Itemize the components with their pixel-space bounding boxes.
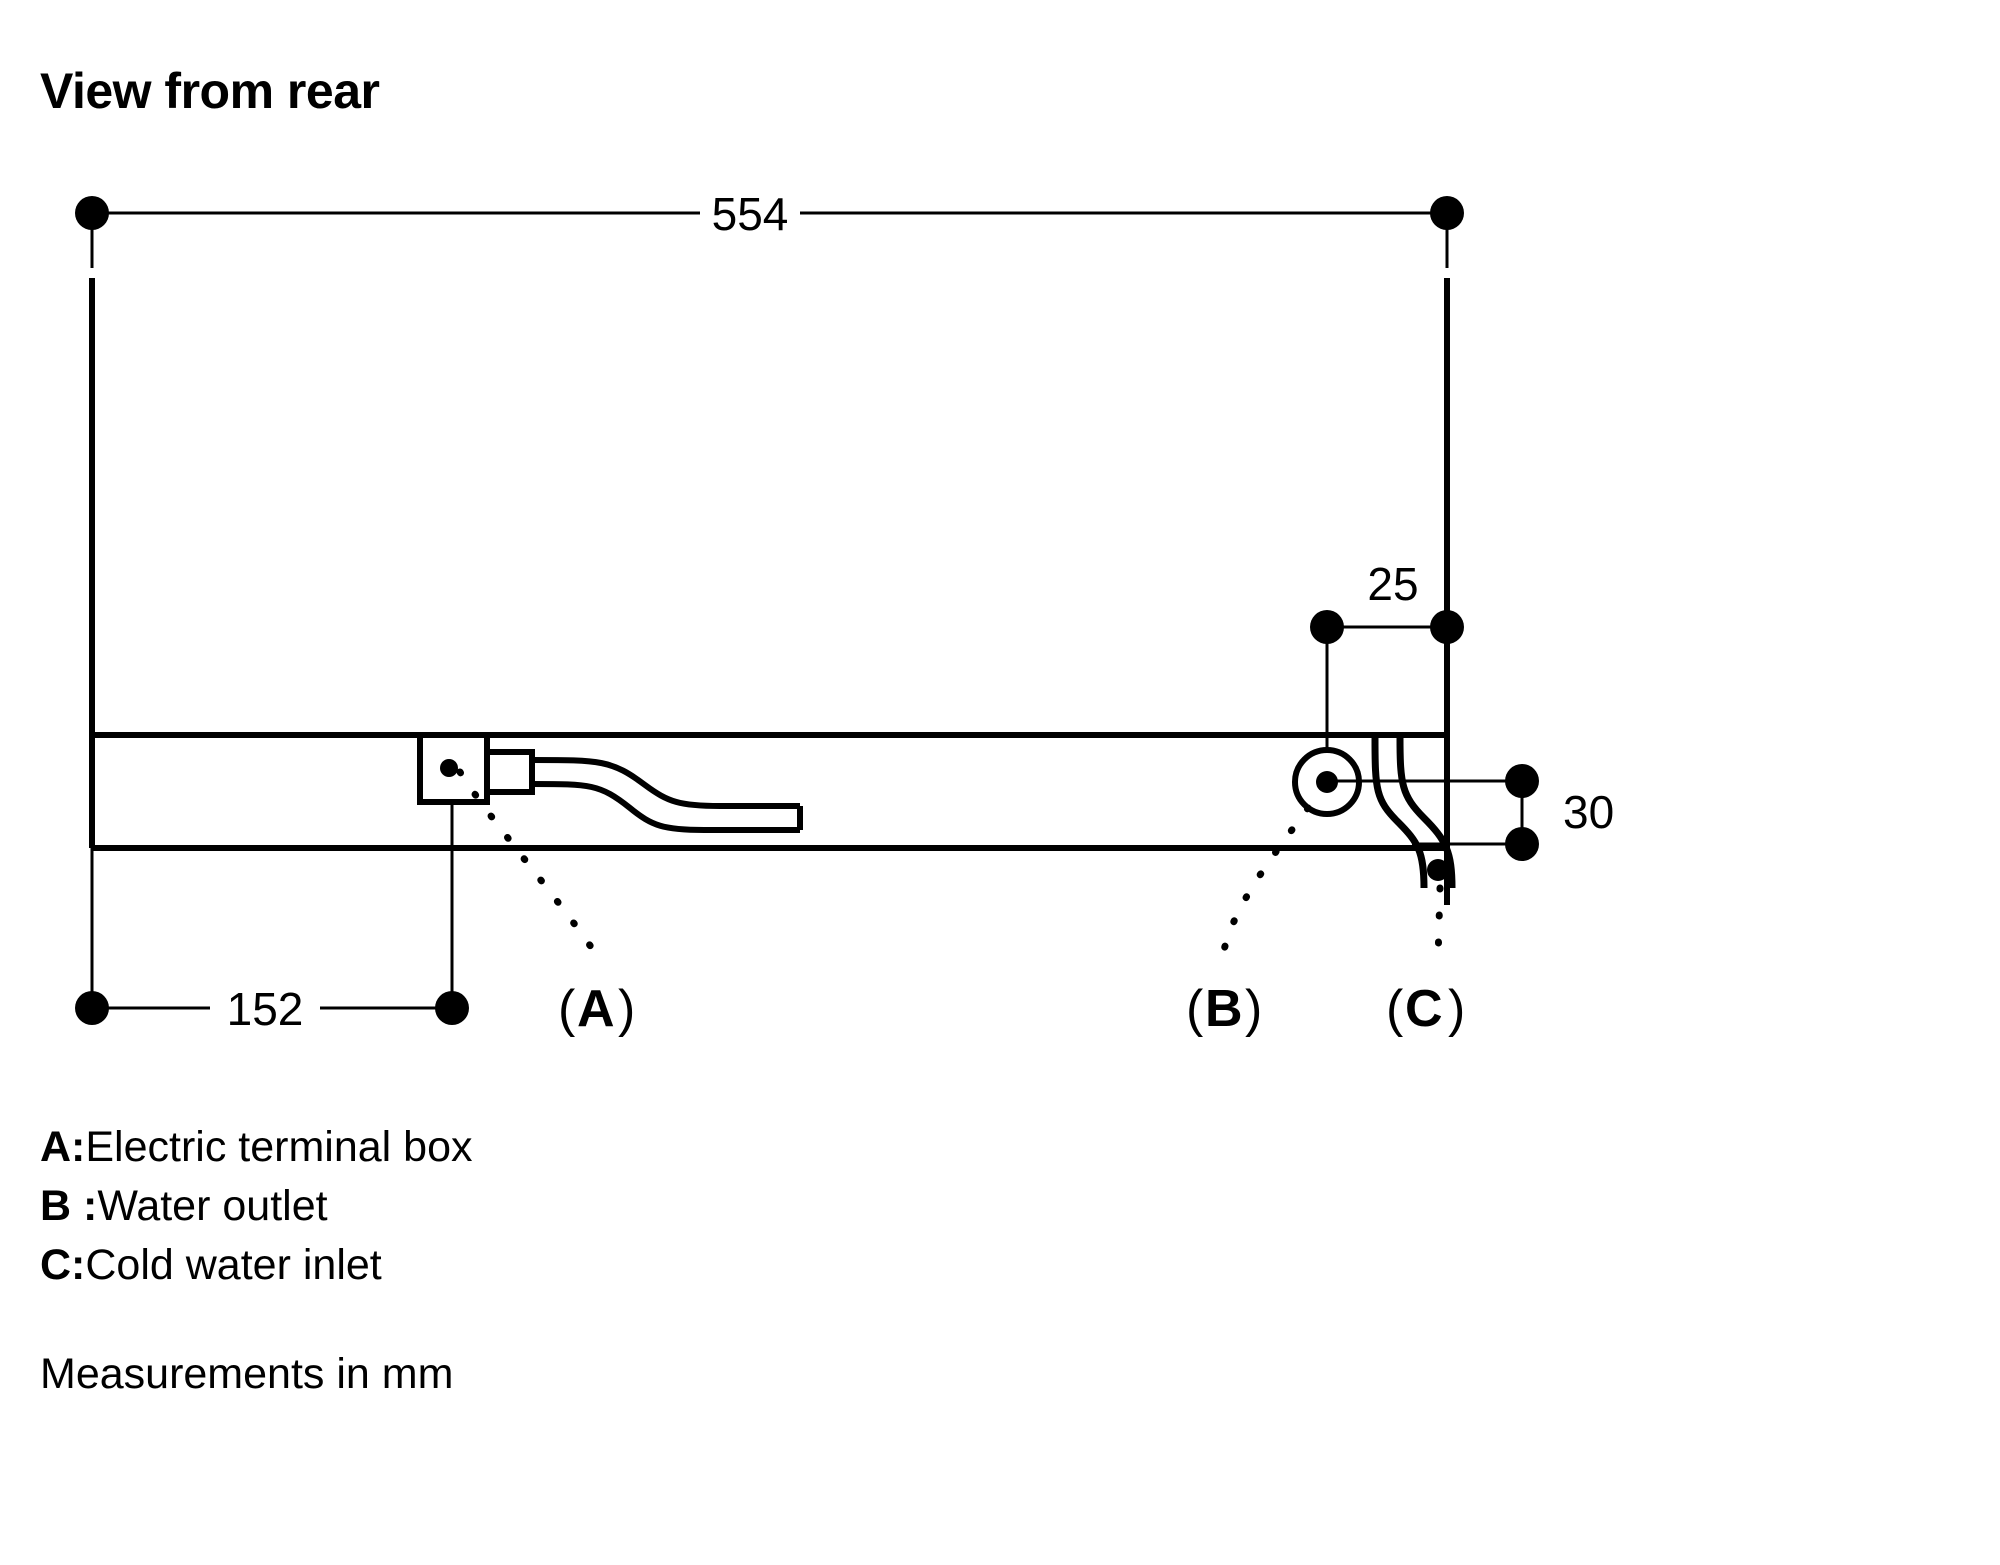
- legend-text-b: Water outlet: [97, 1182, 328, 1230]
- dimension-30: 30: [1327, 764, 1614, 861]
- terminal-cable-upper: [531, 757, 800, 809]
- leader-line-a: [456, 768, 604, 964]
- callout-b-close: ): [1245, 980, 1262, 1038]
- leader-line-b: [1218, 804, 1312, 964]
- callout-c: ( C ): [1386, 980, 1465, 1038]
- dimension-152: 152: [75, 802, 469, 1035]
- dimension-label-30: 30: [1563, 786, 1614, 838]
- page-title: View from rear: [40, 63, 380, 119]
- dimension-25: 25: [1310, 558, 1464, 750]
- dim-endpoint-dot: [1430, 610, 1464, 644]
- callout-c-close: ): [1448, 980, 1465, 1038]
- callout-c-open: (: [1386, 980, 1404, 1038]
- legend-text-c: Cold water inlet: [85, 1241, 382, 1289]
- dimension-554: 554: [75, 188, 1464, 268]
- legend-row-a: A:Electric terminal box: [40, 1118, 473, 1177]
- terminal-cable-lower: [531, 781, 800, 833]
- leader-lines: [456, 768, 1444, 964]
- dimension-label-554: 554: [712, 188, 789, 240]
- inlet-marker-dot: [1427, 859, 1449, 881]
- callout-b: ( B ): [1186, 980, 1262, 1038]
- legend-key-a: A:: [40, 1123, 86, 1171]
- cold-water-inlet-pipe: [1371, 737, 1456, 889]
- callout-a-letter: A: [577, 980, 615, 1038]
- legend-key-c: C:: [40, 1241, 86, 1289]
- units-note: Measurements in mm: [40, 1350, 454, 1398]
- legend-text-a: Electric terminal box: [85, 1123, 473, 1171]
- leader-line-c: [1434, 884, 1444, 964]
- terminal-box-marker-dot: [440, 759, 458, 777]
- callout-c-letter: C: [1405, 980, 1443, 1038]
- legend: A:Electric terminal box B :Water outlet …: [40, 1118, 473, 1295]
- legend-row-b: B :Water outlet: [40, 1177, 473, 1236]
- dimension-label-152: 152: [227, 983, 304, 1035]
- callout-a-close: ): [618, 980, 635, 1038]
- inlet-pipe-right-wall: [1396, 737, 1456, 889]
- electric-terminal-box: [417, 732, 803, 833]
- inlet-pipe-left-wall: [1371, 737, 1428, 889]
- legend-key-b: B :: [40, 1182, 98, 1230]
- callout-b-open: (: [1186, 980, 1204, 1038]
- callout-a-open: (: [558, 980, 576, 1038]
- dimension-label-25: 25: [1367, 558, 1418, 610]
- legend-row-c: C:Cold water inlet: [40, 1236, 473, 1295]
- callout-a: ( A ): [558, 980, 635, 1038]
- callout-b-letter: B: [1205, 980, 1243, 1038]
- appliance-body-outline: [89, 278, 1450, 905]
